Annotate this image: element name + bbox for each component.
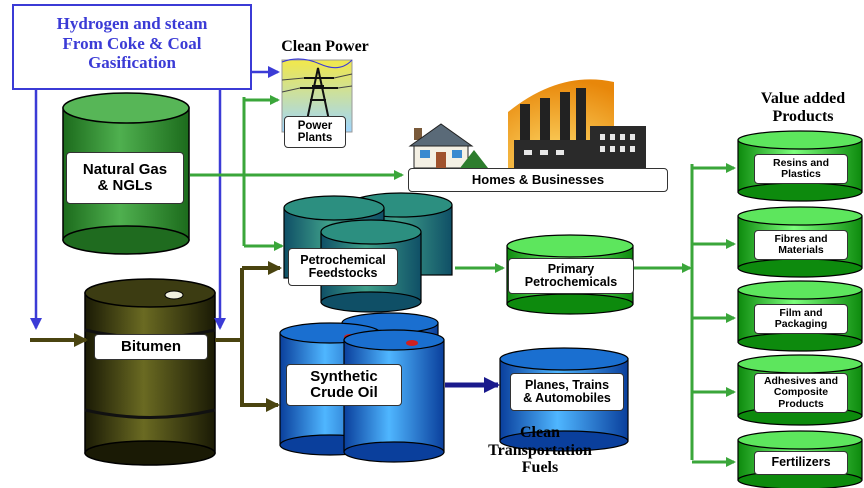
petrochemical-feedstocks-label: Petrochemical Feedstocks [288,248,398,286]
gasification-source-box: Hydrogen and steam From Coke & Coal Gasi… [12,4,252,90]
primary-petrochemicals-label: Primary Petrochemicals [508,258,634,294]
clean-transportation-title: Clean Transportation Fuels [488,424,592,477]
clean-power-title: Clean Power [281,38,369,55]
value-added-title: Value added Products [760,90,846,125]
product-label: Resins and Plastics [754,154,848,184]
power-plants-label: Power Plants [284,116,346,148]
transport-fuel-label: Planes, Trains & Automobiles [510,373,624,411]
product-label: Fertilizers [754,451,848,475]
homes-factory-icon [408,79,646,170]
synthetic-crude-label: Synthetic Crude Oil [286,364,402,406]
bitumen-barrel-icon [84,278,216,466]
homes-businesses-label: Homes & Businesses [408,168,668,192]
bitumen-label: Bitumen [94,334,208,360]
product-label: Adhesives and Composite Products [754,373,848,413]
flow-arrows [30,66,736,467]
product-label: Film and Packaging [754,304,848,334]
product-label: Fibres and Materials [754,230,848,260]
natural-gas-label: Natural Gas & NGLs [66,152,184,204]
